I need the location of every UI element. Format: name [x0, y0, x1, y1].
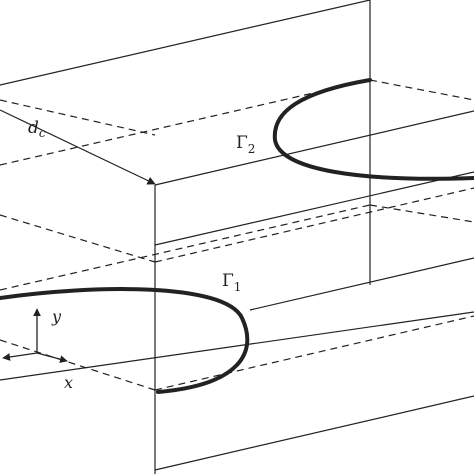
dashed-line-8 [154, 315, 474, 391]
solid-line-upper [154, 171, 474, 246]
front-plane [154, 110, 474, 474]
back-plane-top-edge [0, 0, 371, 86]
distance-arrow [0, 109, 156, 185]
dashed-slab-lines [0, 79, 474, 391]
curve2-label: Γ2 [236, 133, 255, 156]
dashed-line-2 [369, 79, 474, 101]
dashed-line-3 [0, 214, 156, 263]
front-plane-top-edge [154, 110, 474, 186]
dashed-line-5 [369, 204, 474, 223]
curve-gamma-2 [272, 78, 474, 181]
x-axis-arrow [36, 352, 68, 363]
y-axis-label: y [51, 307, 62, 326]
solid-line-lower [0, 311, 474, 381]
dashed-line-1 [0, 79, 371, 166]
solid-section-lines [0, 171, 474, 381]
dashed-line-7 [0, 339, 156, 391]
x-axis-label: x [64, 373, 73, 392]
back-plane [0, 0, 474, 311]
dashed-line-4 [0, 204, 371, 291]
back-plane-bottom-edge [249, 257, 474, 311]
z-axis-arrow [2, 352, 38, 361]
curve-gamma-1 [0, 287, 250, 394]
coordinate-axes [2, 308, 68, 363]
dashed-line-9 [0, 99, 156, 136]
curve1-label: Γ1 [222, 271, 241, 294]
front-plane-bottom-edge [154, 395, 474, 471]
dashed-line-6 [154, 187, 474, 263]
distance-label: dc [28, 118, 46, 140]
